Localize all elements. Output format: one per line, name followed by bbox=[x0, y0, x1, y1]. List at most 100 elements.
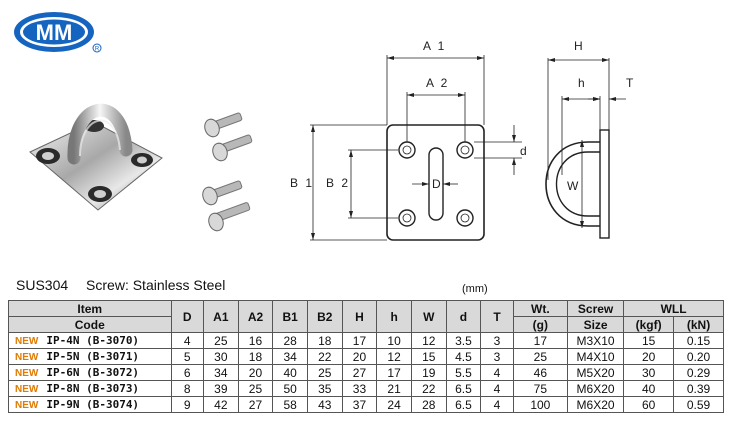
cell-w: 12 bbox=[410, 332, 447, 349]
item-code: IP-6N (B-3072) bbox=[46, 366, 140, 379]
dim-label-t: T bbox=[626, 76, 635, 90]
cell-d: 8 bbox=[170, 380, 204, 397]
material-label: SUS304 bbox=[16, 277, 69, 293]
cell-screw: M4X10 bbox=[566, 348, 625, 365]
cell-t: 3 bbox=[480, 332, 514, 349]
cell-b1: 58 bbox=[272, 396, 308, 413]
cell-h: 33 bbox=[341, 380, 378, 397]
header-kn: (kN) bbox=[673, 316, 724, 333]
table-row: NEW IP-4N (B-3070) 4 25 16 28 18 17 10 12… bbox=[8, 332, 724, 349]
header-d: D bbox=[170, 300, 204, 333]
dim-label-a2: A 2 bbox=[426, 76, 449, 90]
cell-a2: 27 bbox=[237, 396, 274, 413]
header-d-small: d bbox=[445, 300, 482, 333]
screw-material-label: Screw: Stainless Steel bbox=[86, 277, 226, 293]
cell-h: 27 bbox=[341, 364, 378, 381]
header-h: H bbox=[341, 300, 378, 333]
cell-a2: 18 bbox=[237, 348, 274, 365]
cell-kgf: 30 bbox=[623, 364, 675, 381]
cell-screw: M6X20 bbox=[566, 380, 625, 397]
eye-plate-photo bbox=[29, 103, 163, 211]
item-code: IP-5N (B-3071) bbox=[46, 350, 140, 363]
dim-label-b2: B 2 bbox=[326, 176, 350, 190]
cell-h: 17 bbox=[341, 332, 378, 349]
cell-a1: 39 bbox=[203, 380, 239, 397]
code-cell: NEW IP-4N (B-3070) bbox=[8, 332, 172, 349]
material-line: SUS304 Screw: Stainless Steel bbox=[16, 277, 239, 293]
cell-w: 19 bbox=[410, 364, 447, 381]
cell-t: 3 bbox=[480, 348, 514, 365]
cell-h: 37 bbox=[341, 396, 378, 413]
header-wt-unit: (g) bbox=[512, 316, 568, 333]
screw-icon bbox=[212, 134, 253, 162]
cell-screw: M5X20 bbox=[566, 364, 625, 381]
screw-icon bbox=[208, 202, 251, 232]
header-screw: Screw bbox=[566, 300, 625, 317]
registered-mark: R bbox=[95, 47, 100, 53]
cell-kgf: 20 bbox=[623, 348, 675, 365]
cell-kn: 0.15 bbox=[673, 332, 724, 349]
cell-w: 22 bbox=[410, 380, 447, 397]
cell-w: 15 bbox=[410, 348, 447, 365]
header-b2: B2 bbox=[306, 300, 343, 333]
cell-d: 4 bbox=[170, 332, 204, 349]
cell-h-small: 21 bbox=[376, 380, 412, 397]
dim-label-w: W bbox=[567, 179, 580, 193]
cell-d: 5 bbox=[170, 348, 204, 365]
cell-b2: 18 bbox=[306, 332, 343, 349]
cell-a2: 16 bbox=[237, 332, 274, 349]
cell-wt: 17 bbox=[512, 332, 568, 349]
code-cell: NEW IP-6N (B-3072) bbox=[8, 364, 172, 381]
spec-table: Item D A1 A2 B1 B2 H h W d T Wt. Screw W… bbox=[8, 300, 724, 413]
cell-a1: 25 bbox=[203, 332, 239, 349]
dim-label-h-small: h bbox=[578, 76, 587, 90]
cell-h-small: 12 bbox=[376, 348, 412, 365]
cell-d: 9 bbox=[170, 396, 204, 413]
new-badge: NEW bbox=[15, 336, 39, 347]
dim-label-h: H bbox=[574, 39, 585, 53]
cell-h-small: 17 bbox=[376, 364, 412, 381]
screws-photo bbox=[202, 112, 253, 232]
item-code: IP-9N (B-3074) bbox=[46, 398, 140, 411]
header-t: T bbox=[480, 300, 514, 333]
dim-label-d: D bbox=[432, 177, 443, 191]
cell-t: 4 bbox=[480, 380, 514, 397]
cell-h: 20 bbox=[341, 348, 378, 365]
cell-b1: 28 bbox=[272, 332, 308, 349]
new-badge: NEW bbox=[15, 352, 39, 363]
cell-h-small: 10 bbox=[376, 332, 412, 349]
screw-icon bbox=[202, 180, 243, 206]
header-wt: Wt. bbox=[512, 300, 568, 317]
cell-screw: M6X20 bbox=[566, 396, 625, 413]
cell-a2: 25 bbox=[237, 380, 274, 397]
cell-h-small: 24 bbox=[376, 396, 412, 413]
cell-kn: 0.39 bbox=[673, 380, 724, 397]
cell-kgf: 15 bbox=[623, 332, 675, 349]
cell-d-small: 6.5 bbox=[445, 380, 482, 397]
header-h-small: h bbox=[376, 300, 412, 333]
logo-text: MM bbox=[36, 20, 73, 45]
cell-b1: 50 bbox=[272, 380, 308, 397]
cell-w: 28 bbox=[410, 396, 447, 413]
dim-label-a1: A 1 bbox=[423, 39, 446, 53]
header-a1: A1 bbox=[203, 300, 239, 333]
header-a2: A2 bbox=[237, 300, 274, 333]
cell-b1: 40 bbox=[272, 364, 308, 381]
new-badge: NEW bbox=[15, 368, 39, 379]
cell-wt: 46 bbox=[512, 364, 568, 381]
unit-label: (mm) bbox=[462, 283, 488, 295]
code-cell: NEW IP-5N (B-3071) bbox=[8, 348, 172, 365]
header-wll: WLL bbox=[623, 300, 724, 317]
cell-kn: 0.20 bbox=[673, 348, 724, 365]
cell-kgf: 40 bbox=[623, 380, 675, 397]
cell-a1: 30 bbox=[203, 348, 239, 365]
header-b1: B1 bbox=[272, 300, 308, 333]
item-code: IP-4N (B-3070) bbox=[46, 334, 140, 347]
cell-d-small: 4.5 bbox=[445, 348, 482, 365]
new-badge: NEW bbox=[15, 400, 39, 411]
